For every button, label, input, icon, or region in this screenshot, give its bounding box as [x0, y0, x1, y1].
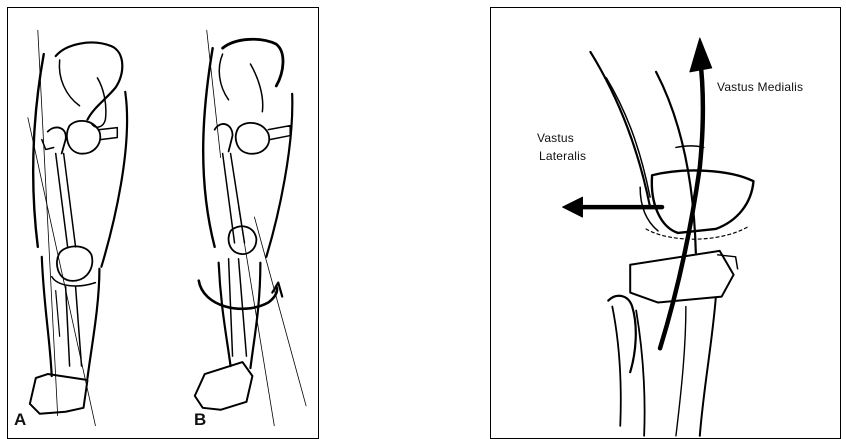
leg-b-drawing	[195, 30, 306, 425]
leg-a-drawing	[28, 30, 127, 425]
leg-alignment-panel: A B	[7, 7, 319, 439]
figure-label-a: A	[14, 410, 26, 430]
quadriceps-pull-illustration	[491, 8, 840, 438]
vastus-lateralis-label-line1: Vastus	[537, 132, 574, 146]
quadriceps-vector-panel: Vastus Medialis Vastus Lateralis	[490, 7, 841, 439]
leg-alignment-illustration	[8, 8, 318, 438]
vastus-medialis-label: Vastus Medialis	[717, 81, 803, 95]
vastus-lateralis-label-line2: Lateralis	[539, 150, 586, 164]
figure-label-b: B	[194, 410, 206, 430]
